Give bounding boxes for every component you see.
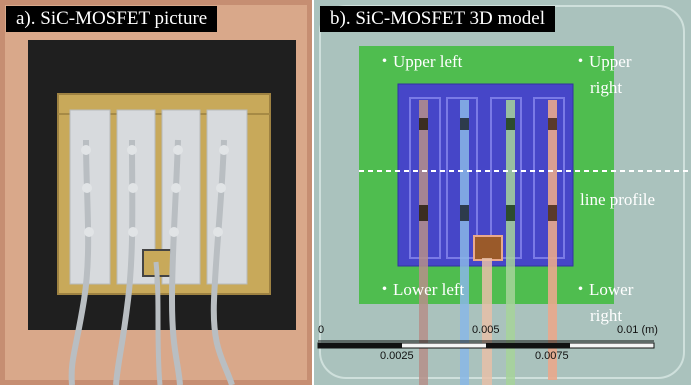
source-pad-4 (206, 109, 248, 285)
bond-foot-1c (84, 227, 94, 237)
label-lower-right-line1: ・Lower (572, 280, 634, 299)
bond-foot-2a (127, 145, 137, 155)
bond-foot-4c (213, 227, 223, 237)
bond-foot-1b (82, 183, 92, 193)
scale-seg-3 (486, 343, 570, 348)
bond-marker-3b (506, 205, 515, 221)
bond-foot-1a (81, 145, 91, 155)
bond-foot-2b (128, 183, 138, 193)
wire-1 (419, 100, 428, 385)
scale-seg-1 (318, 343, 402, 348)
label-lower-right-line2: right (590, 306, 623, 325)
scale-tick-0005: 0.005 (472, 324, 500, 336)
scale-tick-0: 0 (318, 324, 325, 336)
bond-marker-4b (548, 205, 557, 221)
panel-model: b). SiC-MOSFET 3D model ・Upper left ・Upp… (314, 0, 691, 385)
bond-marker-1b (419, 205, 428, 221)
gate-pad (473, 235, 503, 261)
bond-foot-3b (171, 183, 181, 193)
bond-foot-4a (219, 145, 229, 155)
bond-marker-3a (506, 118, 515, 130)
photo-drawing (0, 0, 312, 385)
wire-2 (460, 100, 469, 385)
gate-wire (153, 261, 163, 385)
scale-tick-001: 0.01 (m) (617, 324, 658, 336)
bond-foot-4b (216, 183, 226, 193)
label-upper-right-line1: ・Upper (572, 52, 632, 71)
bond-foot-3a (173, 145, 183, 155)
model-drawing (314, 0, 691, 385)
panel-photo: a). SiC-MOSFET picture (0, 0, 312, 385)
gate-wire (482, 258, 492, 385)
scale-seg-2 (402, 343, 486, 348)
bond-foot-2c (128, 227, 138, 237)
bond-foot-3c (169, 227, 179, 237)
panel-a-caption: a). SiC-MOSFET picture (6, 6, 218, 32)
scale-bar-frame (317, 342, 655, 349)
wire-4 (548, 100, 557, 380)
bond-marker-4a (548, 118, 557, 130)
label-lower-left: ・Lower left (376, 280, 465, 299)
panel-b-caption: b). SiC-MOSFET 3D model (320, 6, 556, 32)
label-upper-right-line2: right (590, 78, 623, 97)
bond-marker-2b (460, 205, 469, 221)
label-line-profile: line profile (580, 190, 656, 209)
bond-marker-2a (460, 118, 469, 130)
wire-3 (506, 100, 515, 385)
scale-tick-00025: 0.0025 (380, 350, 414, 362)
scale-seg-4 (570, 343, 654, 348)
label-upper-left: ・Upper left (376, 52, 463, 71)
scale-tick-00075: 0.0075 (535, 350, 569, 362)
bond-marker-1a (419, 118, 428, 130)
